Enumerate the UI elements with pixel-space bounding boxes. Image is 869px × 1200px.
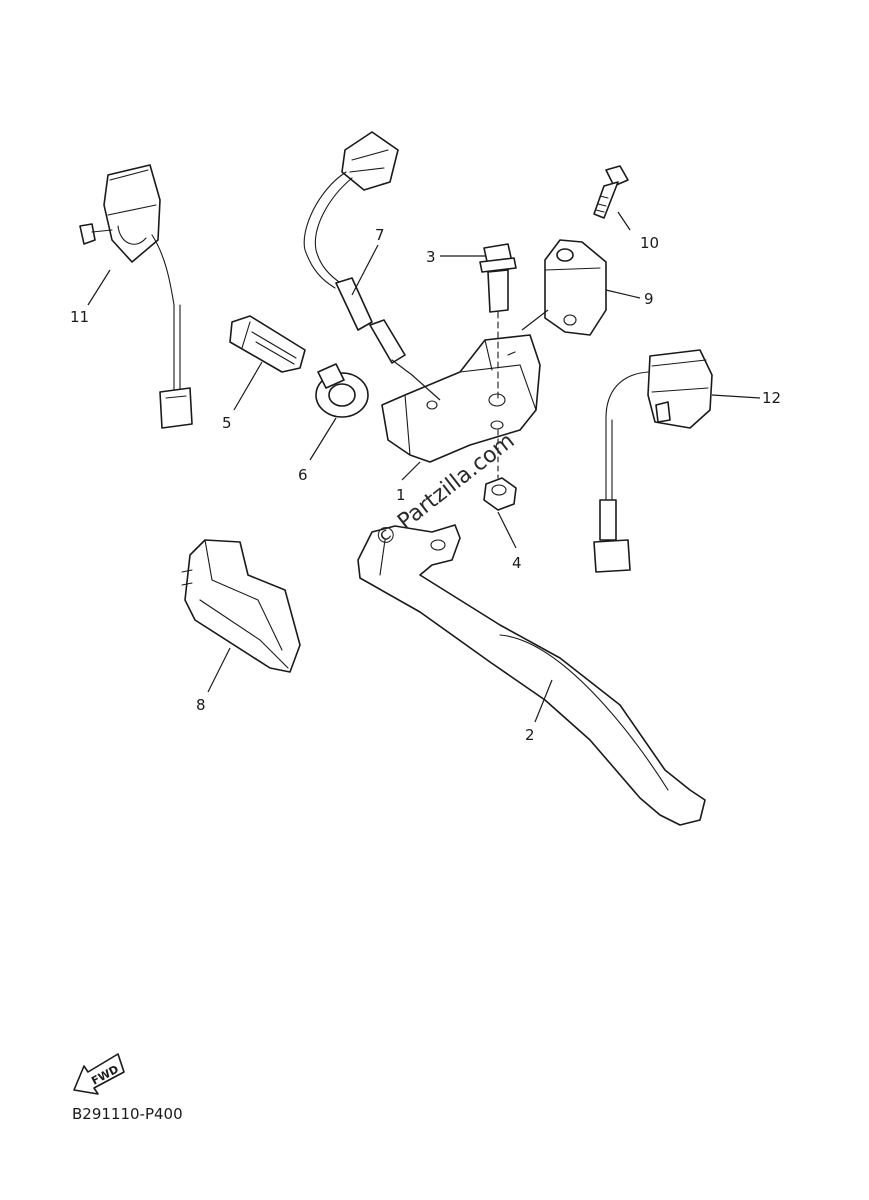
callout-2: 2	[525, 726, 535, 744]
part-6-locknut[interactable]	[315, 363, 369, 418]
diagram-code: B291110-P400	[72, 1105, 183, 1123]
callout-3: 3	[426, 248, 436, 266]
callout-12: 12	[762, 389, 781, 407]
part-3-pivot-bolt[interactable]	[479, 243, 517, 401]
callout-labels: 1 2 3 4 5 6 7 8 9 10 11 12	[70, 226, 781, 744]
fwd-arrow-icon: FWD	[73, 1053, 125, 1095]
part-9-holder-clamp[interactable]	[544, 239, 607, 336]
part-11-switch-left[interactable]	[79, 164, 193, 429]
callout-4: 4	[512, 554, 522, 572]
callout-8: 8	[196, 696, 206, 714]
part-2-clutch-lever[interactable]	[357, 524, 706, 826]
callout-9: 9	[644, 290, 654, 308]
part-8-lever-guard[interactable]	[181, 539, 301, 673]
part-12-switch-right[interactable]	[593, 349, 713, 573]
part-1-lever-holder[interactable]	[381, 334, 541, 463]
part-7-cable-switch[interactable]	[303, 131, 413, 376]
callout-6: 6	[298, 466, 308, 484]
part-4-nut[interactable]	[483, 429, 517, 511]
callout-10: 10	[640, 234, 659, 252]
callout-5: 5	[222, 414, 232, 432]
part-5-adjuster-bolt[interactable]	[229, 315, 306, 373]
callout-1: 1	[396, 486, 406, 504]
leader-lines	[87, 211, 761, 723]
callout-7: 7	[375, 226, 385, 244]
callout-11: 11	[70, 308, 89, 326]
part-10-clamp-bolt[interactable]	[593, 165, 629, 219]
